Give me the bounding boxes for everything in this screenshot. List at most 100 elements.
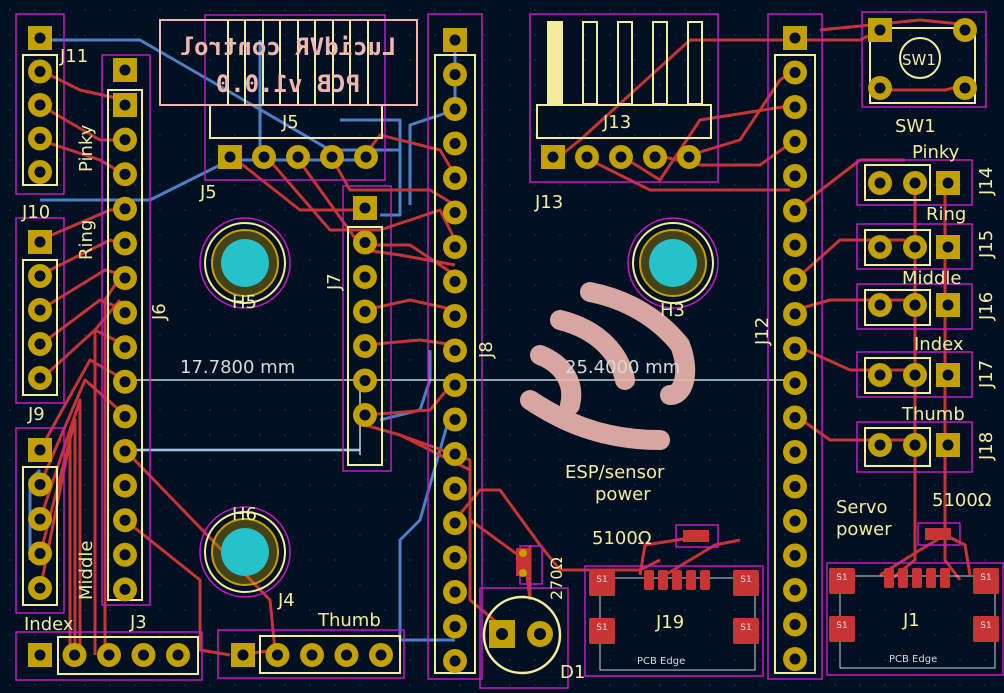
j12-pin-6[interactable] [783, 198, 807, 223]
j7-pin-1[interactable] [353, 196, 377, 220]
right-header-4-pin-3[interactable] [936, 363, 960, 387]
right-header-2-pin-3[interactable] [936, 235, 960, 259]
j19-signal-pad-4[interactable] [686, 570, 696, 590]
j1-signal-pad-1[interactable] [884, 568, 894, 588]
j6-pin-1[interactable] [113, 58, 137, 82]
j13-pin-2[interactable] [575, 145, 599, 169]
j9-pin-1[interactable] [28, 438, 52, 462]
j12-pin-7[interactable] [783, 233, 807, 257]
sw1-pin-1[interactable] [868, 18, 892, 42]
j8-pin-18[interactable] [443, 614, 467, 639]
j19-shield-pad-1[interactable] [589, 570, 615, 596]
j12-pin-15[interactable] [783, 509, 807, 533]
j7-pin-7[interactable] [353, 403, 377, 427]
j8-pin-8[interactable] [443, 269, 467, 294]
sw1-pin-2[interactable] [953, 18, 977, 42]
j6-pin-3[interactable] [113, 162, 137, 187]
right-header-1-pin-3[interactable] [936, 171, 960, 195]
j12-pin-2[interactable] [783, 60, 807, 85]
right-header-3-pin-3[interactable] [936, 293, 960, 317]
j1-shield-pad-3[interactable] [829, 616, 855, 642]
j8-pin-15[interactable] [443, 511, 467, 535]
j8-pin-4[interactable] [443, 131, 467, 156]
j6-pin-6[interactable] [113, 266, 137, 290]
j8-pin-13[interactable] [443, 442, 467, 466]
j5-pin-3[interactable] [286, 145, 310, 169]
j8-pin-11[interactable] [443, 373, 467, 397]
j8-pin-17[interactable] [443, 580, 467, 604]
j12-pin-1[interactable] [783, 26, 807, 50]
j7-pin-3[interactable] [353, 265, 377, 289]
j6-pin-4[interactable] [113, 196, 137, 221]
j11-pin-3[interactable] [28, 93, 52, 117]
right-header-4-pin-1[interactable] [868, 363, 892, 387]
j7-pin-4[interactable] [353, 299, 377, 324]
j12-pin-14[interactable] [783, 474, 807, 499]
j12-pin-10[interactable] [783, 336, 807, 361]
j4-pin-1[interactable] [231, 643, 255, 667]
j3-pin-4[interactable] [131, 643, 156, 667]
j8-pin-2[interactable] [443, 62, 467, 87]
j11-pin-5[interactable] [28, 160, 52, 184]
j19-shield-pad-2[interactable] [733, 570, 759, 596]
j12-pin-5[interactable] [783, 164, 807, 188]
j8-pin-16[interactable] [443, 545, 467, 570]
j19-shield-pad-4[interactable] [733, 618, 759, 644]
j1-shield-pad-4[interactable] [973, 616, 999, 642]
j12-pin-18[interactable] [783, 612, 807, 637]
j4-pin-2[interactable] [265, 643, 290, 667]
j6-pin-12[interactable] [113, 473, 137, 498]
j19-signal-pad-2[interactable] [658, 570, 668, 590]
j6-pin-10[interactable] [113, 404, 137, 429]
j10-pin-1[interactable] [28, 230, 52, 254]
j12-pin-13[interactable] [783, 440, 807, 464]
j7-pin-2[interactable] [353, 230, 377, 255]
j6-pin-5[interactable] [113, 231, 137, 256]
j12-pin-19[interactable] [783, 647, 807, 671]
j10-pin-4[interactable] [28, 332, 52, 356]
led-d1-pads[interactable] [489, 620, 553, 648]
smd-parts[interactable] [516, 528, 951, 577]
mounting-hole-h3[interactable] [627, 217, 719, 309]
j10-pin-3[interactable] [28, 298, 52, 322]
j5-pin-2[interactable] [252, 145, 276, 169]
j6-pin-7[interactable] [113, 300, 137, 325]
j13-pin-3[interactable] [609, 145, 633, 169]
j8-pin-7[interactable] [443, 235, 467, 259]
j10-pin-2[interactable] [28, 264, 52, 288]
right-header-3-pin-1[interactable] [868, 293, 892, 317]
j6-pin-13[interactable] [113, 508, 137, 533]
j5-pin-4[interactable] [320, 145, 344, 169]
j1-shield-pad-2[interactable] [973, 568, 999, 594]
j8-pin-19[interactable] [443, 649, 467, 673]
j12-pin-17[interactable] [783, 578, 807, 602]
j8-pin-6[interactable] [443, 200, 467, 225]
j4-pin-4[interactable] [334, 643, 359, 667]
j8-pin-10[interactable] [443, 338, 467, 363]
right-header-1-pin-2[interactable] [903, 171, 927, 195]
j6-pin-15[interactable] [113, 577, 137, 602]
j19-signal-pad-5[interactable] [700, 570, 710, 590]
right-header-3-pin-2[interactable] [903, 293, 927, 317]
mounting-hole-h6[interactable] [199, 506, 291, 598]
j12-pin-3[interactable] [783, 95, 807, 119]
j1-shield-pad-1[interactable] [829, 568, 855, 594]
j5-pin-5[interactable] [354, 145, 378, 169]
j6-pin-14[interactable] [113, 542, 137, 567]
j7-pin-5[interactable] [353, 334, 377, 358]
j9-pin-2[interactable] [28, 472, 52, 497]
j4-pin-5[interactable] [369, 643, 393, 667]
right-header-4-pin-2[interactable] [903, 363, 927, 387]
j6-pin-11[interactable] [113, 439, 137, 463]
j12-pin-12[interactable] [783, 405, 807, 430]
j7-pin-6[interactable] [353, 368, 377, 393]
right-header-5-pin-2[interactable] [903, 433, 927, 457]
j3-pin-2[interactable] [62, 643, 87, 667]
j1-signal-pad-5[interactable] [940, 568, 950, 588]
j6-pin-9[interactable] [113, 369, 137, 394]
j11-pin-2[interactable] [28, 59, 52, 84]
j19-signal-pad-1[interactable] [644, 570, 654, 590]
j12-pin-11[interactable] [783, 371, 807, 395]
